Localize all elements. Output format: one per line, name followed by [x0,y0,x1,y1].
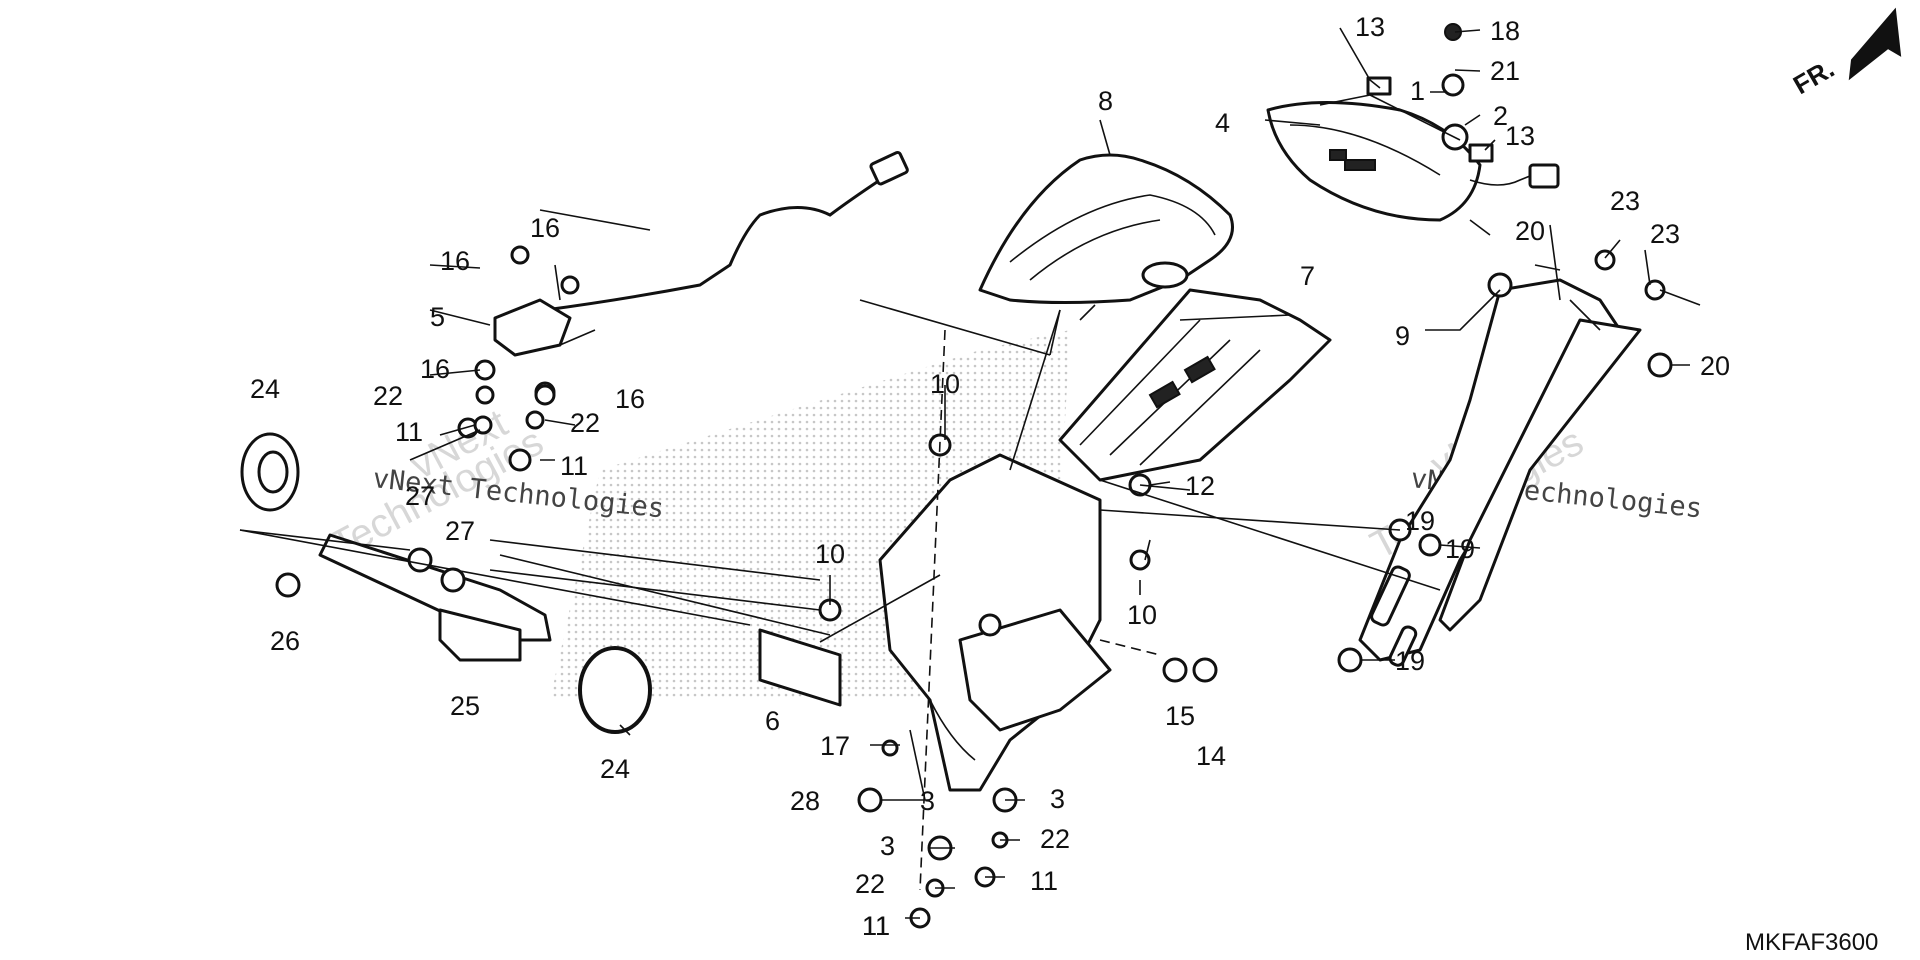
callout-16: 16 [530,213,560,243]
callout-16: 16 [440,246,470,276]
callout-8: 8 [1098,86,1113,116]
callout-3: 3 [880,831,895,861]
callout-11: 11 [560,451,588,481]
callout-24: 24 [250,374,280,404]
callout-14: 14 [1196,741,1226,771]
callout-labels: 1 2 3 3 3 4 5 6 7 8 9 10 10 10 11 11 11 … [250,12,1730,941]
dashed-axis-line-2 [1099,639,1161,656]
callout-11: 11 [1030,866,1058,896]
front-arrow-icon [1848,7,1902,81]
callout-27: 27 [405,481,435,511]
callout-24: 24 [600,754,630,784]
callout-13: 13 [1505,121,1535,151]
part-reflector [758,628,842,707]
callout-25: 25 [450,691,480,721]
callout-23: 23 [1610,186,1640,216]
front-direction-indicator: FR. [1788,7,1902,100]
part-frame-bracket [1358,278,1642,667]
callout-4: 4 [1215,108,1230,138]
callout-19: 19 [1405,506,1435,536]
callout-26: 26 [270,626,300,656]
part-rear-cowl [978,153,1234,304]
callout-10: 10 [815,539,845,569]
part-ring [578,646,652,734]
callout-10: 10 [1127,600,1157,630]
callout-11: 11 [395,417,423,447]
callout-22: 22 [1040,824,1070,854]
callout-13: 13 [1355,12,1385,42]
callout-12: 12 [1185,471,1215,501]
callout-2: 2 [1493,101,1508,131]
hardware [275,23,1673,929]
callout-19: 19 [1445,534,1475,564]
part-tail-light [1266,101,1560,222]
leader-lines [239,27,1701,919]
callout-16: 16 [420,354,450,384]
callout-6: 6 [765,706,780,736]
callout-11: 11 [862,911,890,941]
part-inner-panel [1058,288,1332,482]
callout-15: 15 [1165,701,1195,731]
callout-16: 16 [615,384,645,414]
callout-28: 28 [790,786,820,816]
part-license-light-harness [493,150,909,357]
callout-3: 3 [920,786,935,816]
callout-5: 5 [430,302,445,332]
callout-23: 23 [1650,219,1680,249]
callout-22: 22 [570,408,600,438]
front-direction-label: FR. [1788,53,1839,100]
part-license-bracket [318,533,552,662]
callout-7: 7 [1300,261,1315,291]
callout-19: 19 [1395,646,1425,676]
callout-10: 10 [930,369,960,399]
callout-17: 17 [820,731,850,761]
callout-9: 9 [1395,321,1410,351]
part-grommet [240,432,300,512]
diagram-code: MKFAF3600 [1745,929,1878,956]
callout-20: 20 [1700,351,1730,381]
callout-18: 18 [1490,16,1520,46]
callout-22: 22 [855,869,885,899]
callout-1: 1 [1410,76,1425,106]
callout-11: 11 [862,911,890,941]
callout-20: 20 [1515,216,1545,246]
callout-21: 21 [1490,56,1520,86]
callout-3: 3 [1050,784,1065,814]
dashed-axis-line [919,329,946,891]
callout-27: 27 [445,516,475,546]
callout-22: 22 [373,381,403,411]
